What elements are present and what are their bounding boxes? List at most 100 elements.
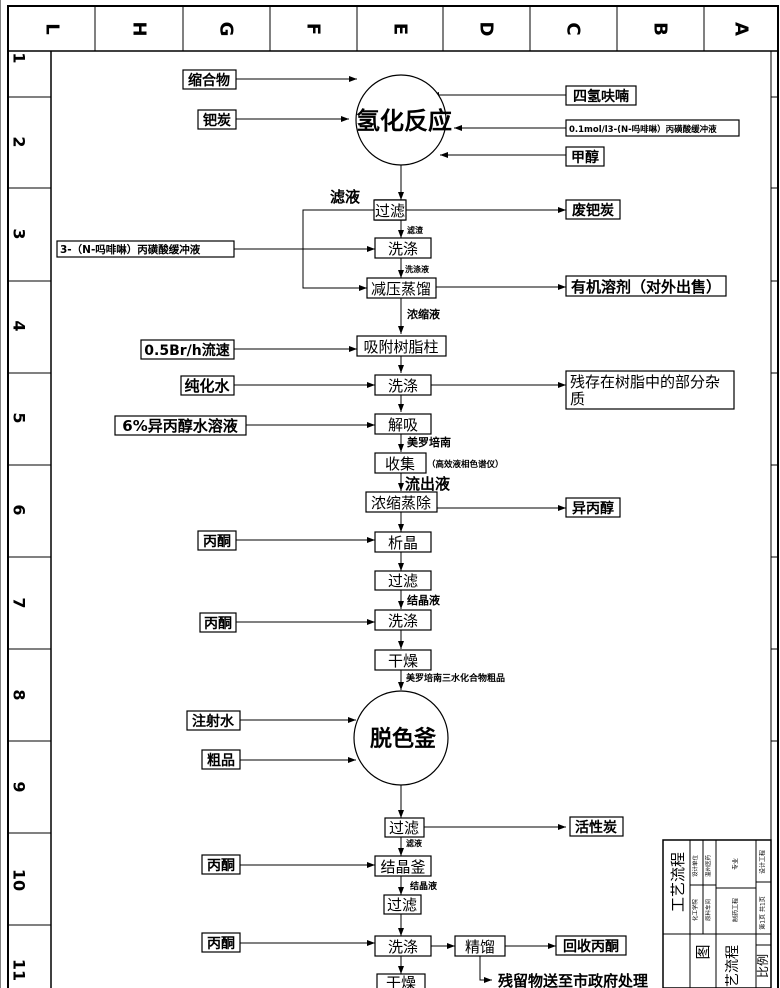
title-block-cell-8: 制药工程	[732, 898, 740, 922]
row-label-2: 2	[10, 136, 29, 147]
row-label-9: 9	[10, 781, 29, 792]
hydrogenation-reactor: 氢化反应	[355, 74, 452, 166]
input-methanol: 甲醇	[565, 146, 605, 167]
filter-step-2-label: 过滤	[388, 572, 418, 590]
output-active-carbon: 活性炭	[569, 816, 624, 837]
col-label-h: H	[129, 21, 150, 36]
row-label-7: 7	[10, 597, 29, 608]
wash-step-3: 洗涤	[374, 609, 432, 631]
output-waste-pd: 废钯炭	[565, 199, 621, 220]
filter-step-3-label: 过滤	[389, 819, 419, 837]
wash-step-1-label: 洗涤	[388, 240, 418, 258]
title-block-title: 工艺流程	[669, 852, 687, 912]
title-block-scale: 比例	[756, 954, 770, 978]
vacuum-distill-label: 减压蒸馏	[371, 280, 431, 298]
wash-step-2-label: 洗涤	[388, 377, 418, 395]
row-label-5: 5	[10, 412, 29, 423]
input-injection-water: 注射水	[186, 710, 241, 731]
input-compound-label: 缩合物	[188, 72, 230, 89]
output-waste-pd-label: 废钯炭	[572, 202, 614, 219]
output-recover-acetone-label: 回收丙酮	[563, 938, 619, 955]
rectify-step: 精馏	[454, 935, 506, 957]
evaporate-step-label: 浓缩蒸除	[371, 494, 431, 512]
output-ipa: 异丙醇	[565, 497, 621, 518]
wash-step-4-label: 洗涤	[388, 938, 418, 956]
output-residue-label: 残留物送至市政府处理	[498, 972, 648, 988]
row-label-1: 1	[10, 52, 29, 63]
input-ipa-solution: 6%异丙醇水溶液	[114, 415, 247, 436]
dry-step-1-label: 干燥	[388, 652, 418, 670]
row-label-11: 11	[10, 959, 29, 981]
wash-step-3-label: 洗涤	[388, 612, 418, 630]
input-buffer-2: 3-（N-吗啡啉）丙磺酸缓冲液	[56, 240, 235, 258]
title-block: 工艺流程 设计单位 温州医药 化工学院 原料车间 专业 制药工程 设计工程 第1…	[662, 839, 772, 988]
row-label-4: 4	[10, 320, 29, 331]
input-acetone-4: 丙酮	[201, 932, 241, 953]
input-acetone-3: 丙酮	[201, 854, 241, 875]
input-pure-water-label: 纯化水	[184, 377, 230, 395]
col-label-b: B	[650, 22, 671, 36]
output-ipa-label: 异丙醇	[572, 500, 614, 517]
col-label-a: A	[731, 22, 752, 36]
input-pure-water: 纯化水	[180, 375, 235, 396]
resin-column: 吸附树脂柱	[356, 335, 447, 357]
dry-step-2: 干燥	[376, 973, 426, 988]
input-thf: 四氢呋喃	[565, 85, 637, 106]
input-flow-rate-label: 0.5Br/h流速	[144, 342, 229, 359]
input-methanol-label: 甲醇	[571, 149, 599, 166]
input-acetone-2-label: 丙酮	[204, 616, 232, 632]
output-solvent-label: 有机溶剂（对外出售）	[571, 278, 721, 296]
col-label-e: E	[390, 23, 411, 35]
input-buffer-1: 0.1mol/l3-(N-吗啡啉）丙磺酸缓冲液	[565, 119, 740, 137]
title-block-cell-1: 设计单位	[691, 855, 699, 878]
input-ipa-solution-label: 6%异丙醇水溶液	[122, 417, 238, 435]
crystal-kettle-label: 结晶釜	[380, 858, 425, 876]
output-active-carbon-label: 活性炭	[575, 819, 617, 836]
input-acetone-3-label: 丙酮	[207, 858, 235, 874]
title-block-cell-4: 第1页 共1页	[759, 896, 767, 930]
title-block-cell-3: 专业	[732, 858, 740, 870]
annot-mother-2: 结晶液	[410, 880, 438, 892]
input-crude-label: 粗品	[207, 752, 235, 769]
output-solvent: 有机溶剂（对外出售）	[565, 275, 727, 297]
input-pd-carbon: 钯炭	[197, 109, 237, 130]
crystallize-step: 析晶	[374, 531, 432, 553]
input-materials: 缩合物 钯炭 四氢呋喃 0.1mol/l3-(N-吗啡啉）丙磺酸缓冲液 甲醇 3…	[56, 69, 740, 953]
collect-step-label: 收集	[385, 455, 415, 473]
row-label-6: 6	[10, 504, 29, 515]
wash-step-2: 洗涤	[374, 374, 432, 396]
stream-annotations: 滤液 滤渣 洗涤液 浓缩液 美罗培南 （高效液相色谱仪） 流出液 结晶液 美罗培…	[330, 188, 505, 892]
col-label-g: G	[216, 22, 237, 37]
title-block-title-2: 艺流程	[725, 945, 741, 987]
wash-step-1: 洗涤	[374, 237, 432, 259]
annot-crude-product: 美罗培南三水化合物粗品	[406, 672, 505, 684]
col-label-f: F	[303, 23, 324, 35]
input-acetone-1: 丙酮	[197, 530, 237, 551]
input-thf-label: 四氢呋喃	[573, 88, 629, 105]
annot-concentrate: 浓缩液	[407, 307, 441, 321]
input-buffer-1-label: 0.1mol/l3-(N-吗啡啉）丙磺酸缓冲液	[569, 124, 717, 135]
annot-filtrate-big: 滤液	[330, 188, 361, 206]
row-label-3: 3	[10, 228, 29, 239]
decolor-tank: 脱色釜	[353, 690, 449, 786]
row-label-8: 8	[10, 689, 29, 700]
dry-step-2-label: 干燥	[386, 974, 416, 988]
input-flow-rate: 0.5Br/h流速	[140, 339, 235, 360]
filter-step-2: 过滤	[374, 570, 432, 591]
output-resin-impurity-label: 残存在树脂中的部分杂质	[570, 373, 720, 408]
input-acetone-2: 丙酮	[199, 612, 237, 633]
annot-meropenem: 美罗培南	[407, 435, 451, 449]
title-block-sheet: 图	[694, 944, 712, 959]
input-crude: 粗品	[201, 749, 241, 770]
output-products: 废钯炭 有机溶剂（对外出售） 残存在树脂中的部分杂质 异丙醇 活性炭 回收丙酮 …	[498, 199, 735, 988]
input-compound: 缩合物	[182, 69, 237, 90]
filter-step-1-label: 过滤	[375, 202, 405, 220]
row-label-10: 10	[10, 869, 29, 891]
process-nodes: 氢化反应 脱色釜 过滤 洗涤 减压蒸馏 吸附树脂柱 洗涤 解吸 收集 浓缩蒸除 …	[353, 74, 506, 988]
filter-step-4: 过滤	[383, 894, 422, 915]
output-recover-acetone: 回收丙酮	[555, 935, 627, 956]
resin-column-label: 吸附树脂柱	[363, 338, 438, 356]
output-resin-impurity: 残存在树脂中的部分杂质	[565, 370, 735, 410]
hydrogenation-label: 氢化反应	[356, 107, 452, 135]
